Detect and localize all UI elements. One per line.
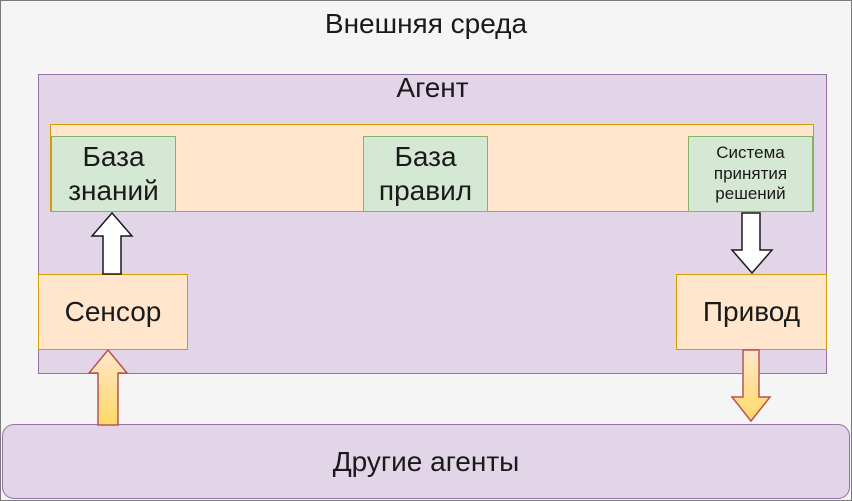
- rule-base-box: База правил: [363, 136, 488, 212]
- agent-title: Агент: [396, 72, 469, 103]
- sensor-label: Сенсор: [64, 296, 162, 327]
- rule-base-label: База правил: [378, 141, 473, 206]
- decision-to-actuator-arrow-icon: [730, 212, 774, 275]
- other-agents-to-sensor-arrow-icon: [87, 348, 129, 426]
- other-agents-box: [2, 424, 850, 499]
- sensor-to-knowledge-arrow-icon: [90, 211, 134, 275]
- sensor-box: Сенсор: [38, 274, 188, 350]
- environment-title: Внешняя среда: [324, 8, 528, 39]
- actuator-to-other-agents-arrow-icon: [730, 349, 772, 423]
- knowledge-base-label: База знаний: [68, 141, 159, 206]
- actuator-box: Привод: [676, 274, 827, 350]
- decision-system-label: Система принятия решений: [713, 143, 788, 204]
- decision-system-box: Система принятия решений: [688, 136, 813, 212]
- actuator-label: Привод: [702, 296, 801, 327]
- knowledge-base-box: База знаний: [51, 136, 176, 212]
- other-agents-label: Другие агенты: [332, 445, 520, 477]
